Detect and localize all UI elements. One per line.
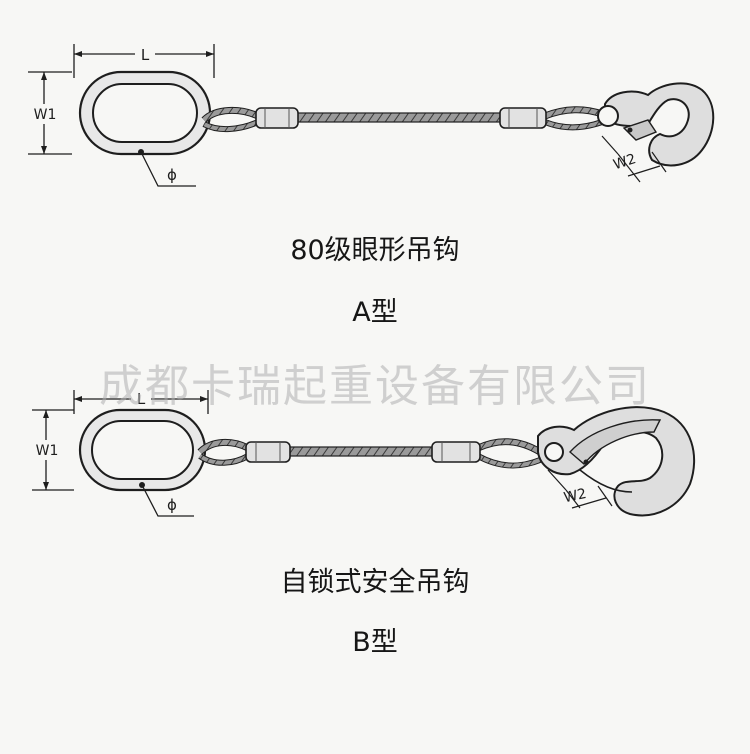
dimension-phi-a: ϕ	[138, 149, 196, 187]
label-phi-a: ϕ	[167, 166, 177, 184]
label-l-a: L	[141, 46, 150, 64]
ferrule-a-right	[499, 107, 547, 129]
dimension-w1-b: W1	[30, 409, 74, 491]
diagram-a-type-label: A型	[352, 297, 398, 328]
company-watermark: 成都卡瑞起重设备有限公司	[99, 361, 651, 412]
diagram-b-type-label: B型	[352, 627, 398, 658]
master-link-a	[78, 70, 212, 156]
dimension-w1-a: W1	[28, 71, 72, 155]
ferrule-b-right	[431, 441, 481, 463]
master-link-b	[78, 408, 207, 492]
diagram-a: L W1 ϕ	[28, 44, 715, 187]
ferrule-a-left	[255, 107, 299, 129]
dimension-w2-b: W2	[547, 469, 613, 509]
label-w2-a: W2	[611, 151, 638, 173]
diagram-b-title: 自锁式安全吊钩	[280, 567, 470, 598]
self-locking-hook-b	[537, 406, 696, 517]
dimension-l-b: L	[73, 389, 209, 414]
label-w2-b: W2	[562, 486, 588, 506]
dimension-w2-a: W2	[601, 135, 667, 183]
dimension-phi-b: ϕ	[139, 482, 194, 517]
ferrule-b-left	[245, 441, 291, 463]
label-l-b: L	[137, 390, 146, 408]
diagram-b: L W1 ϕ	[30, 389, 696, 517]
dimension-l-a: L	[73, 44, 215, 78]
eye-hook-a	[597, 82, 715, 167]
label-phi-b: ϕ	[167, 496, 177, 514]
label-w1-b: W1	[36, 443, 59, 459]
label-w1-a: W1	[34, 107, 57, 123]
diagram-a-title: 80级眼形吊钩	[290, 235, 460, 266]
